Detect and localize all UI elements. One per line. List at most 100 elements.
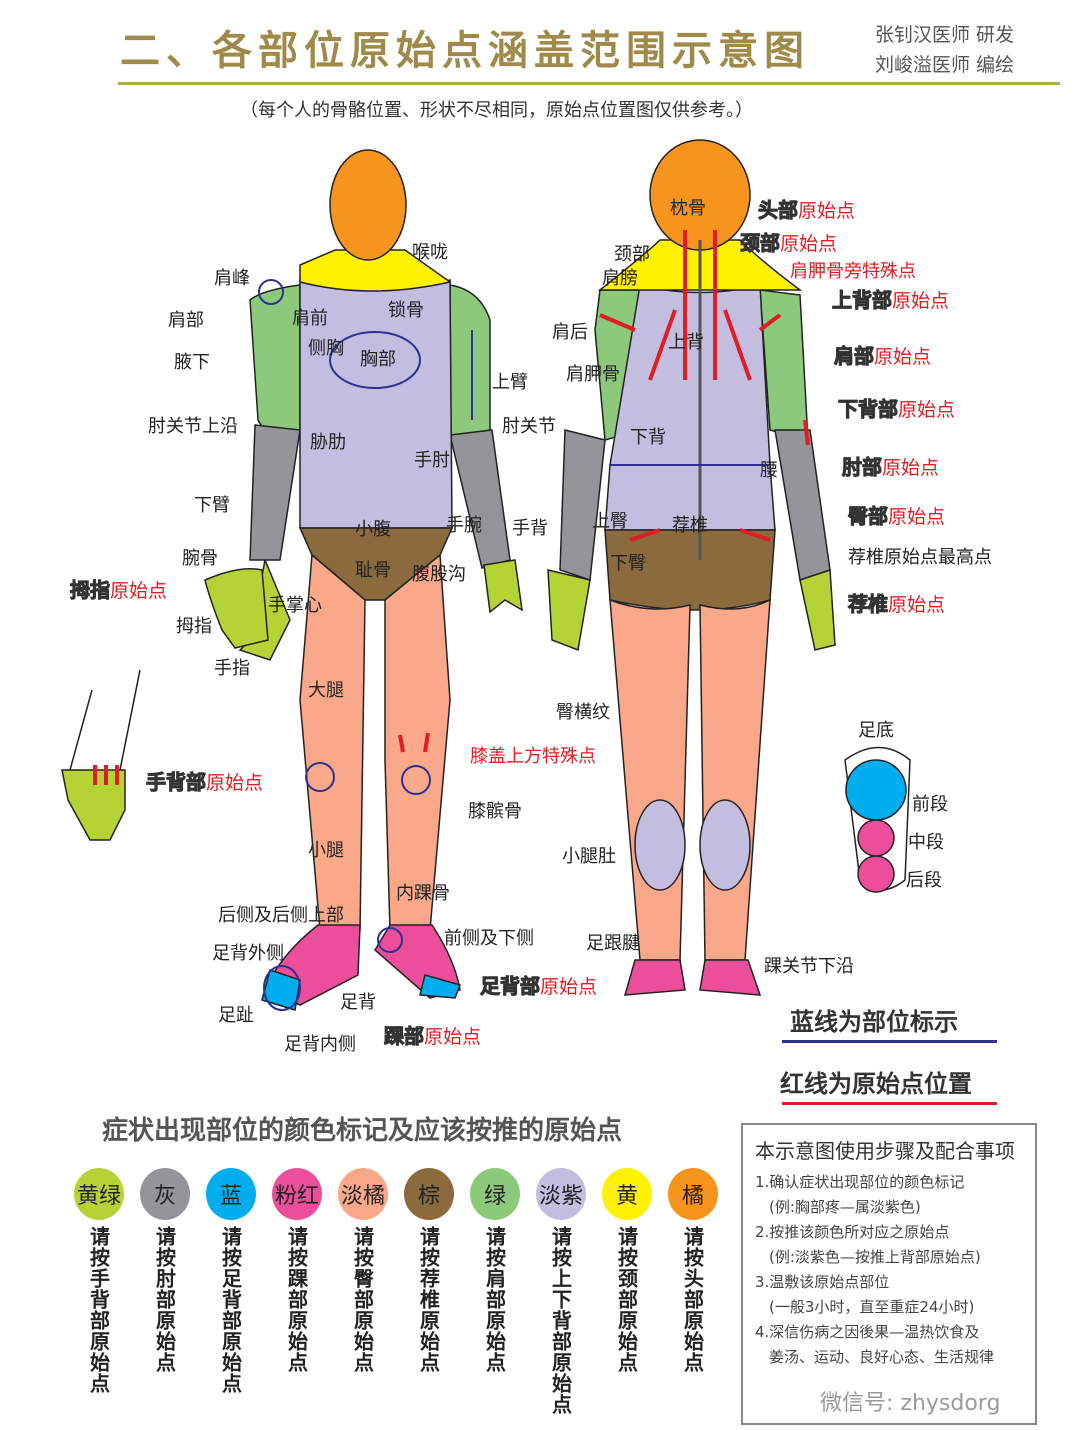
color-legend-title: 症状出现部位的颜色标记及应该按推的原始点 xyxy=(102,1116,623,1146)
color-swatch: 黄 xyxy=(602,1168,652,1220)
origin-part: 荐椎 xyxy=(848,592,889,617)
origin-suffix: 原始点 xyxy=(888,594,946,616)
color-legend-item: 灰请按肘部原始点 xyxy=(140,1168,190,1373)
label-lower-buttock: 下臀 xyxy=(610,553,646,574)
body-figures xyxy=(61,139,911,1011)
label-shoulders: 肩膀 xyxy=(602,268,638,289)
label-upper-arm: 上臂 xyxy=(492,372,528,393)
page-title: 二、各部位原始点涵盖范围示意图 xyxy=(120,28,810,74)
origin-part: 手背部 xyxy=(146,770,207,795)
author-2: 刘峻溢医师 编绘 xyxy=(875,54,1015,76)
label-calf: 小腿 xyxy=(308,840,344,861)
origin-part: 颈部 xyxy=(740,231,781,256)
blue-region-markers xyxy=(258,279,770,1011)
label-front-shoulder: 肩前 xyxy=(292,308,328,329)
label-elbow-joint: 肘关节 xyxy=(502,416,556,437)
color-swatch: 蓝 xyxy=(206,1168,256,1220)
origin-point-ankle: 踝部原始点 xyxy=(384,1020,482,1049)
origin-part: 上背部 xyxy=(832,288,893,313)
instruction-example: (例:淡紫色—按推上背部原始点) xyxy=(769,1248,981,1266)
origin-suffix: 原始点 xyxy=(892,290,950,312)
label-neck: 颈部 xyxy=(614,244,650,265)
origin-part: 肩部 xyxy=(834,344,875,369)
origin-suffix: 原始点 xyxy=(882,457,940,479)
origin-suffix: 原始点 xyxy=(874,346,932,368)
instruction-step: 1.确认症状出现部位的颜色标记 xyxy=(755,1173,965,1191)
color-action-text: 请按臀部原始点 xyxy=(350,1226,375,1373)
label-armpit: 腋下 xyxy=(174,352,210,373)
color-action-text: 请按足背部原始点 xyxy=(218,1226,243,1394)
label-lower-abdomen: 小腹 xyxy=(355,519,391,540)
authors: 张钊汉医师 研发 刘峻溢医师 编绘 xyxy=(875,20,1014,80)
label-middle-section: 中段 xyxy=(908,832,944,853)
instruction-step: 3.温敷该原始点部位 xyxy=(755,1273,890,1291)
instruction-step: 4.深信伤病之因後果—温热饮食及 xyxy=(755,1323,980,1341)
label-fingers: 手指 xyxy=(214,658,250,679)
label-front-lower-side: 前侧及下侧 xyxy=(444,928,534,949)
disclaimer-note: （每个人的骨骼位置、形状不尽相同，原始点位置图仅供参考。） xyxy=(240,100,753,121)
label-sacrum-highest-point: 荐椎原始点最高点 xyxy=(848,547,992,568)
color-legend-item: 绿请按肩部原始点 xyxy=(470,1168,520,1373)
color-action-text: 请按肘部原始点 xyxy=(152,1226,177,1373)
label-acromion: 肩峰 xyxy=(214,268,250,289)
label-lower-back: 下背 xyxy=(630,427,666,448)
author-1: 张钊汉医师 研发 xyxy=(875,24,1015,46)
origin-point-buttock: 臀部原始点 xyxy=(848,500,946,529)
label-pubic-bone: 耻骨 xyxy=(355,560,391,581)
origin-part: 臀部 xyxy=(848,504,889,529)
label-kneecap: 膝髌骨 xyxy=(468,801,522,822)
label-collarbone: 锁骨 xyxy=(388,300,424,321)
color-action-text: 请按手背部原始点 xyxy=(86,1226,111,1394)
label-upper-back: 上背 xyxy=(668,332,704,353)
origin-point-instep: 足背部原始点 xyxy=(480,970,598,999)
color-legend-item: 黄请按颈部原始点 xyxy=(602,1168,652,1373)
label-elbow: 手肘 xyxy=(414,450,450,471)
color-action-text: 请按颈部原始点 xyxy=(614,1226,639,1373)
origin-suffix: 原始点 xyxy=(424,1026,482,1048)
label-side-chest: 侧胸 xyxy=(308,338,344,359)
label-gluteal-fold: 臀横纹 xyxy=(556,702,610,723)
origin-part: 头部 xyxy=(758,198,799,223)
color-legend-item: 淡紫请按上下背部原始点 xyxy=(536,1168,586,1415)
label-rear-section: 后段 xyxy=(906,870,942,891)
color-action-text: 请按肩部原始点 xyxy=(482,1226,507,1373)
color-action-text: 请按荐椎原始点 xyxy=(416,1226,441,1373)
watermark: 微信号: zhysdorg xyxy=(820,1391,1001,1416)
label-back-of-hand: 手背 xyxy=(512,518,548,539)
origin-suffix: 原始点 xyxy=(780,233,838,255)
color-swatch: 黄绿 xyxy=(74,1168,124,1220)
origin-part: 踝部 xyxy=(384,1024,425,1049)
label-shoulder: 肩部 xyxy=(168,310,204,331)
label-inner-instep: 足背内侧 xyxy=(284,1034,356,1055)
origin-suffix: 原始点 xyxy=(798,200,856,222)
label-thigh: 大腿 xyxy=(308,680,344,701)
label-carpal: 腕骨 xyxy=(182,548,218,569)
origin-point-back-of-hand: 手背部原始点 xyxy=(146,766,264,795)
label-palm: 手掌心 xyxy=(268,595,322,616)
instructions-box: 本示意图使用步骤及配合事项 1.确认症状出现部位的颜色标记 (例:胸部疼—属淡紫… xyxy=(741,1123,1037,1425)
label-calf-muscle: 小腿肚 xyxy=(562,846,616,867)
label-sole: 足底 xyxy=(858,720,894,741)
origin-part: 足背部 xyxy=(480,974,541,999)
color-swatch: 橘 xyxy=(668,1168,718,1220)
label-waist: 腰 xyxy=(760,460,778,481)
origin-point-head: 头部原始点 xyxy=(758,194,856,223)
label-front-section: 前段 xyxy=(912,794,948,815)
label-toes: 足趾 xyxy=(218,1005,254,1026)
label-instep: 足背 xyxy=(340,992,376,1013)
red-origin-marks xyxy=(93,230,810,785)
origin-point-neck: 颈部原始点 xyxy=(740,227,838,256)
color-action-text: 请按踝部原始点 xyxy=(284,1226,309,1373)
instruction-example: (一般3小时，直至重症24小时) xyxy=(769,1298,975,1316)
origin-suffix: 原始点 xyxy=(110,580,168,602)
label-groin: 腹股沟 xyxy=(412,564,466,585)
label-ankle-lower-edge: 踝关节下沿 xyxy=(764,956,854,977)
instruction-example: (例:胸部疼—属淡紫色) xyxy=(769,1198,921,1216)
instruction-example: 姜汤、运动、良好心态、生活规律 xyxy=(769,1348,995,1366)
origin-point-lower-back: 下背部原始点 xyxy=(838,393,956,422)
color-swatch: 淡紫 xyxy=(536,1168,586,1220)
label-inner-ankle: 内踝骨 xyxy=(396,883,450,904)
label-chest: 胸部 xyxy=(360,349,396,370)
red-line-sample xyxy=(782,1102,997,1105)
